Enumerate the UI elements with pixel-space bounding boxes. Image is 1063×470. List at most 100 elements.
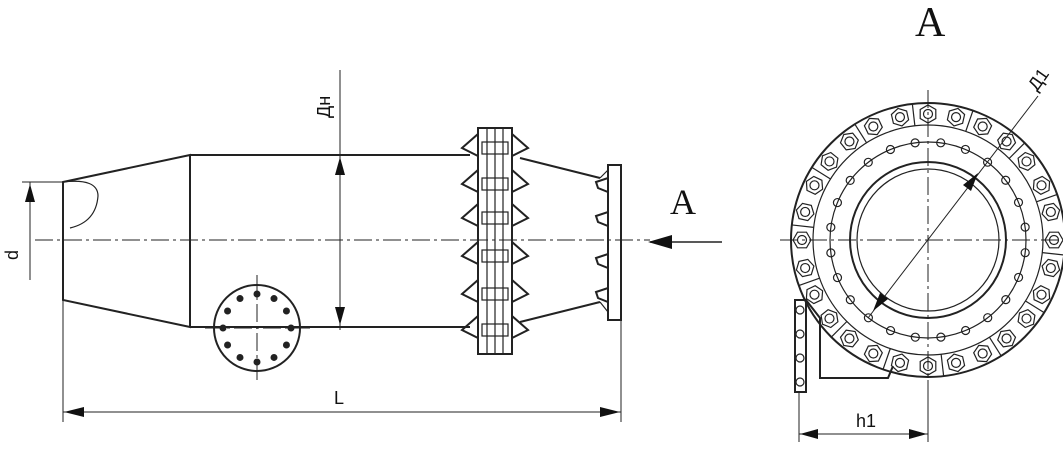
flange-bolt-head <box>481 141 509 155</box>
small-bolt <box>1013 272 1024 283</box>
manhole-bolt <box>219 324 227 332</box>
small-bolt <box>910 138 920 148</box>
hex-nut-hole <box>1036 289 1047 300</box>
hex-nut-hole <box>922 108 934 120</box>
inlet-cone-curve <box>62 180 99 229</box>
radial-rib <box>940 354 945 377</box>
small-bolt <box>960 325 971 336</box>
small-bolt <box>845 175 855 186</box>
radial-rib <box>911 103 916 126</box>
hex-nut-hole <box>824 313 835 324</box>
hex-nut-hole <box>824 156 835 167</box>
flange-bolt-head <box>481 249 509 263</box>
hex-nut-hole <box>894 112 906 123</box>
flange-rib <box>460 167 479 194</box>
hex-nut <box>795 258 815 278</box>
view-a-arrow: A <box>648 182 722 249</box>
hex-nut-hole <box>950 112 962 123</box>
hex-nut <box>805 285 824 305</box>
hex-nut-hole <box>796 234 808 246</box>
small-bolt <box>936 332 946 342</box>
manhole-bolt <box>270 295 278 303</box>
dimension-inlet-diameter: d <box>2 181 63 280</box>
hex-nut-hole <box>977 121 988 132</box>
flange-rib <box>511 277 530 304</box>
small-bolt <box>1001 175 1011 185</box>
hex-nut-hole <box>977 348 988 359</box>
small-bolt <box>960 144 971 155</box>
label-inlet-diameter: d <box>2 250 22 260</box>
hex-nut <box>863 117 883 136</box>
hex-nut <box>997 329 1017 348</box>
radial-rib <box>1025 300 1045 314</box>
hex-nut-hole <box>800 262 811 274</box>
radial-rib <box>791 224 814 228</box>
hex-nut <box>1017 151 1036 171</box>
hex-nut <box>795 202 815 222</box>
hex-nut <box>1032 175 1051 195</box>
small-bolt <box>832 272 843 283</box>
hex-nut-hole <box>1021 156 1032 167</box>
hex-nut <box>839 329 859 348</box>
hex-nut-hole <box>809 289 820 300</box>
flange-rib <box>511 131 530 158</box>
hex-nut-hole <box>868 121 879 132</box>
hex-nut <box>820 309 839 329</box>
manhole-bolt <box>224 307 232 315</box>
hex-nut-hole <box>950 357 962 368</box>
hex-nut <box>973 117 993 136</box>
radial-rib <box>1036 193 1058 203</box>
hex-nut-hole <box>844 136 855 147</box>
manhole-flange <box>205 275 310 380</box>
manhole-bolt <box>287 324 295 332</box>
manhole-bolt <box>236 295 244 303</box>
flange-rib <box>460 313 479 340</box>
hex-nut <box>805 175 824 195</box>
hex-nut <box>1017 309 1036 329</box>
small-bolt <box>826 222 836 232</box>
small-bolt-ring <box>826 138 1030 342</box>
hex-nut-hole <box>894 357 906 368</box>
label-outer-diameter: Дн <box>314 96 334 118</box>
small-bolt <box>826 248 836 258</box>
hex-nut-hole <box>1036 180 1047 191</box>
flange-bolt-head <box>481 177 509 191</box>
small-bolt <box>910 332 920 342</box>
hex-nut-hole <box>800 206 811 218</box>
hex-nut <box>1041 202 1061 222</box>
radial-rib <box>798 277 820 287</box>
manhole-bolt <box>282 307 290 315</box>
small-bolt <box>936 138 946 148</box>
small-bolt <box>983 313 993 323</box>
small-bolt <box>885 325 896 336</box>
radial-rib <box>1042 252 1063 256</box>
flange-rib <box>460 131 479 158</box>
label-section-title: A <box>915 0 946 46</box>
hex-nut <box>919 104 937 124</box>
flange-bolt-head <box>481 287 509 301</box>
hex-nut-hole <box>844 333 855 344</box>
hex-nut-hole <box>922 360 934 372</box>
hex-nut-hole <box>1001 333 1012 344</box>
manhole-bolt <box>270 353 278 361</box>
manhole-bolt <box>224 341 232 349</box>
hex-nut <box>839 132 859 151</box>
flange-rib <box>460 277 479 304</box>
label-flange-diameter: Д1 <box>1024 65 1053 95</box>
radial-rib <box>965 110 974 132</box>
hex-nut <box>997 132 1017 151</box>
flange-assembly <box>460 127 530 355</box>
radial-rib <box>854 123 868 144</box>
small-bolt <box>845 295 855 305</box>
section-view-a: A Д1 <box>780 0 1063 442</box>
hex-nut <box>919 356 937 376</box>
flange-rib <box>511 201 530 228</box>
small-bolt <box>1013 197 1024 208</box>
label-view-arrow: A <box>670 182 696 222</box>
manhole-bolt <box>253 290 261 298</box>
small-bolt <box>832 197 843 208</box>
hex-nut-hole <box>1045 262 1056 274</box>
manhole-bolt <box>236 353 244 361</box>
dimension-length: L <box>62 300 622 422</box>
small-bolt <box>863 313 874 323</box>
